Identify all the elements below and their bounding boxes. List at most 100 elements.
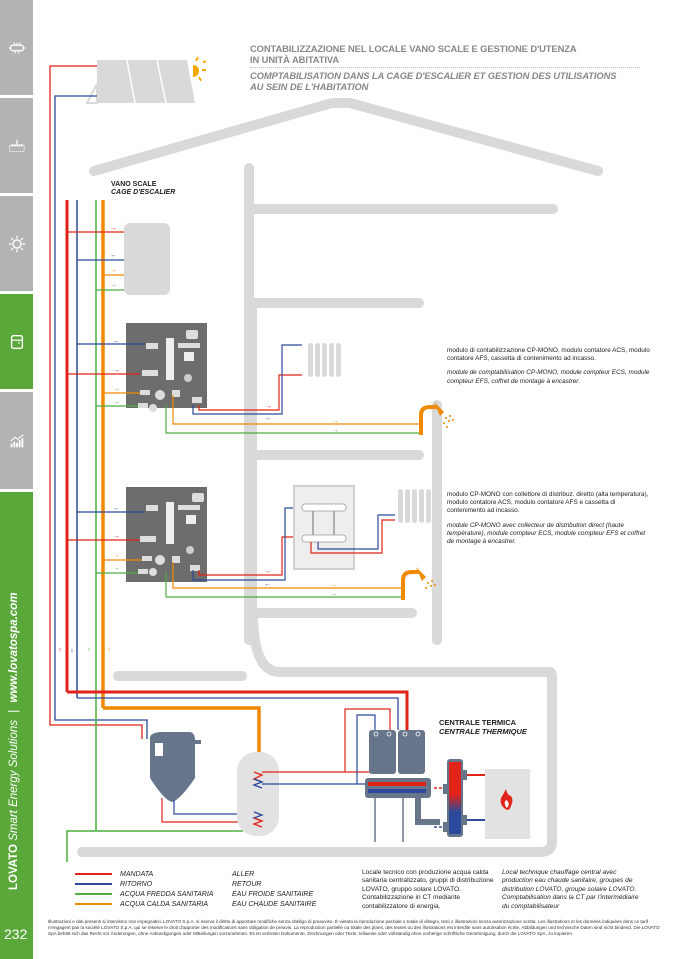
empty-meter-cabinet [124,223,170,295]
page-header: CONTABILIZZAZIONE NEL LOCALE VANO SCALE … [250,43,640,92]
plant-label-fr: CENTRALE THERMIQUE [439,727,527,736]
svg-text:→: → [332,418,339,425]
svg-text:→: → [110,225,117,232]
top-floor-arrows: → ← → → [110,225,117,289]
supply-main [67,690,409,730]
svg-text:→: → [332,427,339,434]
tab-metering[interactable] [0,294,33,389]
module-1-desc-it: modulo di contabilizzazione CP-MONO, mod… [447,347,650,363]
radiator-2-return [317,514,395,550]
stairwell-label-it: VANO SCALE [111,181,157,188]
title-fr-line2: AU SEIN DE L'HABITATION [250,80,369,92]
legend-row-return: RITORNO RETOUR [75,879,316,889]
radiator-2 [398,489,431,523]
metering-module-2 [126,487,207,582]
roof [89,98,603,176]
svg-text:→: → [113,367,120,374]
brand-strip [0,492,33,959]
shower-2-icon [401,567,436,600]
shower-1-icon [419,402,454,435]
svg-text:→: → [113,386,120,393]
legend-label-fr: RETOUR [232,880,262,888]
plant-description-it: Locale tecnico con produzione acqua cald… [362,869,494,910]
boiler [485,769,530,839]
manifold-return [192,507,300,581]
svg-text:→: → [264,568,271,575]
title-it-line2: IN UNITÀ ABITATIVA [250,53,339,65]
svg-text:→: → [113,552,120,559]
return-main [77,697,399,730]
radiator-1 [308,343,341,377]
module-1-desc-fr: module de comptabilisation CP-MONO, modu… [447,369,650,385]
svg-text:←: ← [264,581,271,588]
radiator-2-supply [310,519,395,554]
meter-module-icon [10,334,23,349]
radiator-1-return [192,344,302,415]
svg-text:→: → [265,403,272,410]
title-it-line1: CONTABILIZZAZIONE NEL LOCALE VANO SCALE … [250,43,577,54]
sidebar: LOVATO Smart Energy Solutions | www.lova… [0,0,33,959]
module-2-arrows: ← → → → [113,505,120,572]
supply-up-arrow: ↑ [58,647,62,654]
wall-block [247,300,257,620]
hot-water-up-arrow: ↑ [107,647,111,654]
module-1-arrows: ← → → → [113,338,120,406]
expansion-vessel [150,732,201,802]
legend-row-hot-water: ACQUA CALDA SANITARIA EAU CHAUDE SANITAI… [75,899,316,909]
top-floor-branches [67,231,124,291]
svg-text:→: → [110,267,117,274]
svg-text:→: → [113,565,120,572]
return-down-arrow: ↓ [70,647,74,654]
svg-text:→: → [330,591,337,598]
tab-statistics[interactable] [0,392,33,489]
basement-outline [77,608,557,857]
page-number: 232 [4,926,28,942]
manifold-supply [198,536,300,576]
svg-text:→: → [330,582,337,589]
dhw-storage-tank [237,752,279,836]
cold-water-up-arrow: ↑ [87,647,91,654]
legend-row-cold-water: ACQUA FREDDA SANITARIA EAU FROIDE SANITA… [75,889,316,899]
legend-label-it: MANDATA [120,870,154,878]
flame-icon [500,789,513,810]
underfloor-heating-icon [8,139,25,152]
legend-label-it: RITORNO [120,880,153,888]
sun-icon [193,56,207,82]
distribution-manifold [293,485,355,570]
heating-element-icon [8,42,25,53]
plant-label-it: CENTRALE TERMICA [439,718,517,727]
title-fr-line1: COMPTABILISATION DANS LA CAGE D'ESCALIER… [250,70,617,81]
legend-label-it: ACQUA CALDA SANITARIA [120,900,209,908]
radiator-1-supply [198,374,302,411]
hot-water-main [103,706,261,752]
hydraulic-separator-manifold [365,778,440,842]
svg-text:→: → [113,533,120,540]
legend-label-it: ACQUA FREDDA SANITARIA [120,890,214,898]
chart-icon [9,433,24,447]
title-french: COMPTABILISATION DANS LA CAGE D'ESCALIER… [250,70,640,92]
svg-text:←: ← [110,252,117,259]
module-2-description: modulo CP-MONO con collettore di distrib… [447,491,652,552]
title-divider [250,67,640,68]
tab-underfloor-heating[interactable] [0,98,33,193]
module-2-branches [67,511,145,574]
legend-swatch-supply [75,872,112,876]
solar-supply-pipe [49,65,143,739]
legend-label-fr: EAU FROIDE SANITAIRE [232,890,314,898]
shower-2-hot-water [172,562,402,589]
distribution-group-1 [369,730,396,774]
module-1-branches [67,343,145,407]
legend-label-fr: EAU CHAUDE SANITAIRE [232,900,317,908]
hydraulic-separator [434,759,485,837]
metering-module-1 [126,323,207,412]
tab-radiator-heating[interactable] [0,0,33,95]
distribution-group-2 [398,730,425,774]
tab-solar[interactable] [0,196,33,291]
shower-1-cold-water [165,405,420,434]
riser-flow-arrows: ↑ ↓ ↑ ↑ [58,647,111,654]
title-italian: CONTABILIZZAZIONE NEL LOCALE VANO SCALE … [250,43,640,65]
legal-disclaimer: Illustrazioni e dati presenti si intendo… [48,919,660,937]
shower-1-hot-water [172,395,420,425]
legend-swatch-cold-water [75,892,112,896]
solar-panel [85,59,195,104]
